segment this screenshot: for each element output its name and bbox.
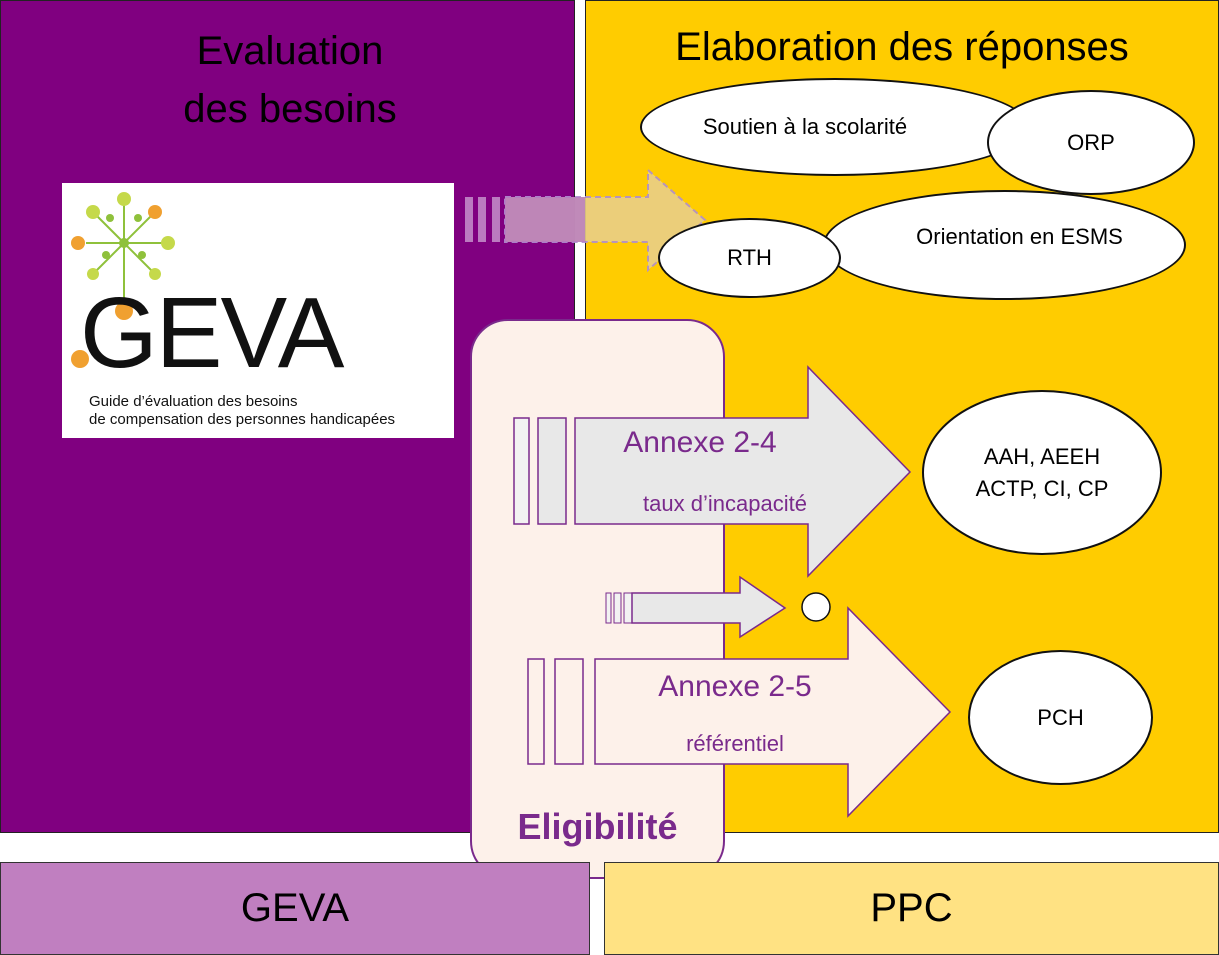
esms-ellipse: Orientation en ESMS [823, 190, 1186, 300]
annexe-2-5-subtitle: référentiel [686, 731, 784, 756]
footer-geva: GEVA [0, 862, 590, 955]
connector-circle-icon [801, 592, 831, 622]
benefits-label-line1: AAH, AEEH [983, 443, 1101, 469]
geva-logo: GEVA Guide d’évaluation des besoins de c… [62, 183, 454, 438]
geva-logo-subtitle-line2: de compensation des personnes handicapée… [89, 411, 396, 428]
esms-label: Orientation en ESMS [916, 224, 1123, 249]
small-arrow-icon [605, 575, 787, 639]
scolarite-label: Soutien à la scolarité [702, 114, 908, 139]
annexe-2-5-arrow-icon [527, 606, 952, 818]
annexe-2-4-subtitle: taux d’incapacité [643, 491, 807, 516]
annexe-2-5-title: Annexe 2-5 [658, 670, 812, 703]
needs-evaluation-title: Evaluation des besoins [100, 22, 480, 138]
eligibility-label: Eligibilité [517, 806, 678, 847]
orp-label: ORP [1067, 129, 1115, 155]
geva-flower-icon [71, 192, 175, 368]
annexe-2-4-arrow-icon [513, 365, 912, 578]
needs-evaluation-title-line2: des besoins [183, 87, 397, 131]
geva-logo-word: GEVA [80, 277, 344, 389]
benefits-label-line2: ACTP, CI, CP [975, 475, 1109, 501]
orp-ellipse: ORP [987, 90, 1195, 195]
pch-label: PCH [1037, 704, 1084, 730]
benefits-ellipse: AAH, AEEH ACTP, CI, CP [922, 390, 1162, 555]
footer-ppc: PPC [604, 862, 1219, 955]
pch-ellipse: PCH [968, 650, 1153, 785]
rth-ellipse: RTH [658, 218, 841, 298]
scolarite-ellipse: Soutien à la scolarité [640, 78, 1030, 176]
rth-label: RTH [727, 245, 772, 270]
geva-logo-subtitle: Guide d’évaluation des besoins de compen… [89, 393, 395, 429]
dashed-arrow-icon [465, 167, 707, 273]
geva-logo-subtitle-line1: Guide d’évaluation des besoins [89, 393, 298, 410]
responses-title: Elaboration des réponses [675, 25, 1129, 69]
annexe-2-4-title: Annexe 2-4 [623, 426, 777, 459]
needs-evaluation-title-line1: Evaluation [196, 29, 384, 73]
